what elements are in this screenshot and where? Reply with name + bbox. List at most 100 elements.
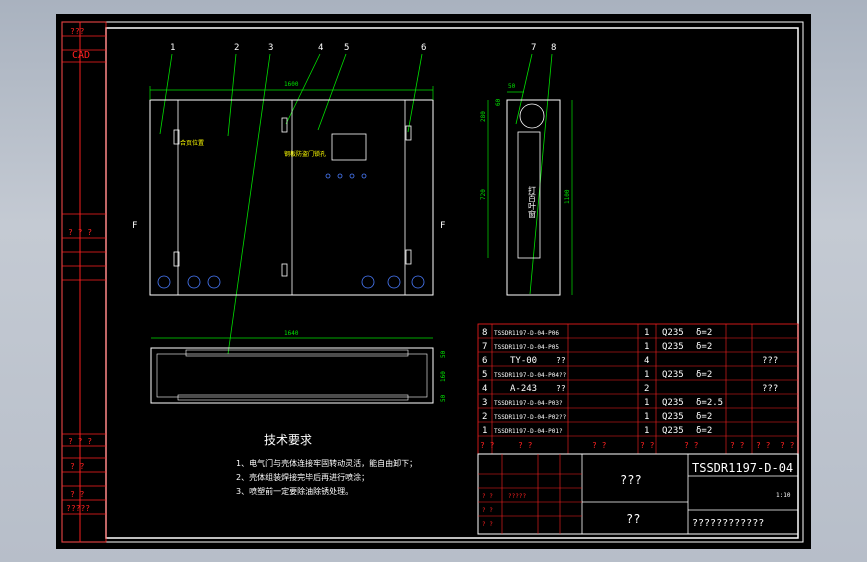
side-fan xyxy=(519,103,545,129)
sidebar-low-label-1: ? ? ? xyxy=(68,437,92,446)
bom-cell-qty: 1 xyxy=(644,328,649,338)
bom-cell-thk: δ=2 xyxy=(696,370,712,380)
bom-cell-thk: δ=2 xyxy=(696,328,712,338)
balloon-8: 8 xyxy=(551,43,556,53)
section-mark-left: F xyxy=(132,221,137,231)
cad-drawing: ??? CAD ? ? ? ? ? ? ? ? ? ? ????? 1 2 3 … xyxy=(61,21,804,543)
bom-cell-qty: 4 xyxy=(644,356,649,366)
section-mark-right: F xyxy=(440,221,445,231)
dim-side-height: 1100 xyxy=(564,189,571,204)
sidebar-mid-label: ? ? ? xyxy=(68,228,92,237)
bom-cell-code: TSSDR1197-D-04-P06 xyxy=(494,330,559,337)
bom-cell-qty: 2 xyxy=(644,384,649,394)
side-vertical-text: 打百叶窗 xyxy=(528,185,537,219)
dim-side-left-mid-value: 720 xyxy=(480,189,487,200)
dim-side-small: 60 xyxy=(495,98,502,106)
dim-front-width: 1600 xyxy=(284,81,299,88)
tech-req-item-1: 1、电气门与壳体连接牢固转动灵活，能自由卸下； xyxy=(236,458,417,468)
bom-cell-no: 6 xyxy=(482,356,487,366)
company-name: ???????????? xyxy=(692,518,764,529)
bom-cell-no: 3 xyxy=(482,398,487,408)
side-outline xyxy=(506,99,561,296)
indicator-light xyxy=(361,173,367,179)
title-small-4: ? ? xyxy=(482,521,493,528)
bom-cell-thk: δ=2 xyxy=(696,412,712,422)
leader-line-1 xyxy=(159,53,173,135)
bom-header-cell: ? ? xyxy=(756,441,771,450)
sidebar-low-label-3: ? ? xyxy=(70,490,85,499)
bom-cell-no: 4 xyxy=(482,384,487,394)
balloon-1: 1 xyxy=(170,43,175,53)
bom-cell-material: Q235 xyxy=(662,328,684,338)
left-sidebar: ??? CAD ? ? ? ? ? ? ? ? ? ? ????? xyxy=(61,21,107,543)
bom-cell-qty: 1 xyxy=(644,370,649,380)
indicator-light xyxy=(349,173,355,179)
label-hinge-position: 合页位置 xyxy=(180,139,204,147)
cad-viewport[interactable]: ??? CAD ? ? ? ? ? ? ? ? ? ? ????? 1 2 3 … xyxy=(56,14,811,549)
bom-cell-code: A-243 xyxy=(510,384,537,394)
bottom-terminal xyxy=(207,275,221,289)
leader-line-2 xyxy=(227,53,237,137)
bom-cell-material: Q235 xyxy=(662,412,684,422)
leader-line-3 xyxy=(227,53,271,355)
leader-line-6 xyxy=(407,53,423,133)
leader-line-4 xyxy=(285,53,321,125)
bom-header-cell: ? ? xyxy=(480,441,495,450)
bom-cell-no: 5 xyxy=(482,370,487,380)
hinge xyxy=(405,249,412,265)
bom-cell-no: 2 xyxy=(482,412,487,422)
bom-cell-qty: 1 xyxy=(644,412,649,422)
hinge xyxy=(173,129,180,145)
balloon-6: 6 xyxy=(421,43,426,53)
title-small-1: ????? xyxy=(508,493,526,500)
bom-cell-thk: δ=2 xyxy=(696,426,712,436)
balloon-4: 4 xyxy=(318,43,323,53)
hinge xyxy=(281,263,288,277)
bottom-inner xyxy=(156,353,428,398)
drawing-number: TSSDR1197-D-04 xyxy=(692,461,793,475)
dim-bottom-right-1: 160 xyxy=(440,371,447,382)
hinge xyxy=(173,251,180,267)
bottom-view: 1640 160 50 50 xyxy=(150,330,447,404)
dim-bottom-right-3: 50 xyxy=(440,394,447,402)
bom-cell-name: ?? xyxy=(556,356,566,365)
sidebar-cad-label: CAD xyxy=(72,50,90,61)
dim-bottom-width-value: 1640 xyxy=(284,330,299,337)
bom-cell-qty: 1 xyxy=(644,426,649,436)
balloon-3: 3 xyxy=(268,43,273,53)
bom-cell-name: ?? xyxy=(556,384,566,393)
side-view: 打百叶窗 1100 720 280 60 50 xyxy=(480,83,573,296)
display-window xyxy=(331,133,367,161)
bom-cell-code: TSSDR1197-D-04-P04?? xyxy=(494,372,567,379)
bottom-terminal xyxy=(387,275,401,289)
part-name-bottom: ?? xyxy=(626,512,640,526)
bom-header-cell: ? ? xyxy=(684,441,699,450)
sidebar-column-inner xyxy=(79,21,107,543)
dim-bottom-right-2: 50 xyxy=(440,350,447,358)
leader-line-5 xyxy=(317,53,347,131)
balloon-7: 7 xyxy=(531,43,536,53)
title-small-3: ? ? xyxy=(482,507,493,514)
bom-cell-note: ??? xyxy=(762,356,778,366)
bom-cell-qty: 1 xyxy=(644,398,649,408)
label-lock-hole: 钢板防盗门锁孔 xyxy=(284,150,326,158)
indicator-light xyxy=(337,173,343,179)
sidebar-low-label-2: ? ? xyxy=(70,462,85,471)
tech-req-item-3: 3、喷塑前一定要除油除锈处理。 xyxy=(236,486,353,496)
tech-requirements: 技术要求 1、电气门与壳体连接牢固转动灵活，能自由卸下； 2、壳体组装焊接完毕后… xyxy=(236,433,417,496)
bom-header-cell: ? ? xyxy=(780,441,795,450)
bom-cell-material: Q235 xyxy=(662,342,684,352)
leader-line-8 xyxy=(529,53,553,295)
bom-header-cell: ? ? xyxy=(640,441,655,450)
bom-table: 8 TSSDR1197-D-04-P06 1 Q235 δ=2 7 TSSDR1… xyxy=(477,323,799,455)
dim-side-left-top-value: 280 xyxy=(480,111,487,122)
bom-header-cell: ? ? xyxy=(592,441,607,450)
bottom-terminal xyxy=(411,275,425,289)
scale-value: 1:10 xyxy=(776,492,791,499)
bom-cell-code: TSSDR1197-D-04-P02?? xyxy=(494,414,567,421)
bom-cell-qty: 1 xyxy=(644,342,649,352)
sidebar-top-label: ??? xyxy=(70,27,85,36)
bom-cell-code: TY-00 xyxy=(510,356,537,366)
bom-cell-material: Q235 xyxy=(662,426,684,436)
sidebar-low-label-4: ????? xyxy=(66,504,90,513)
